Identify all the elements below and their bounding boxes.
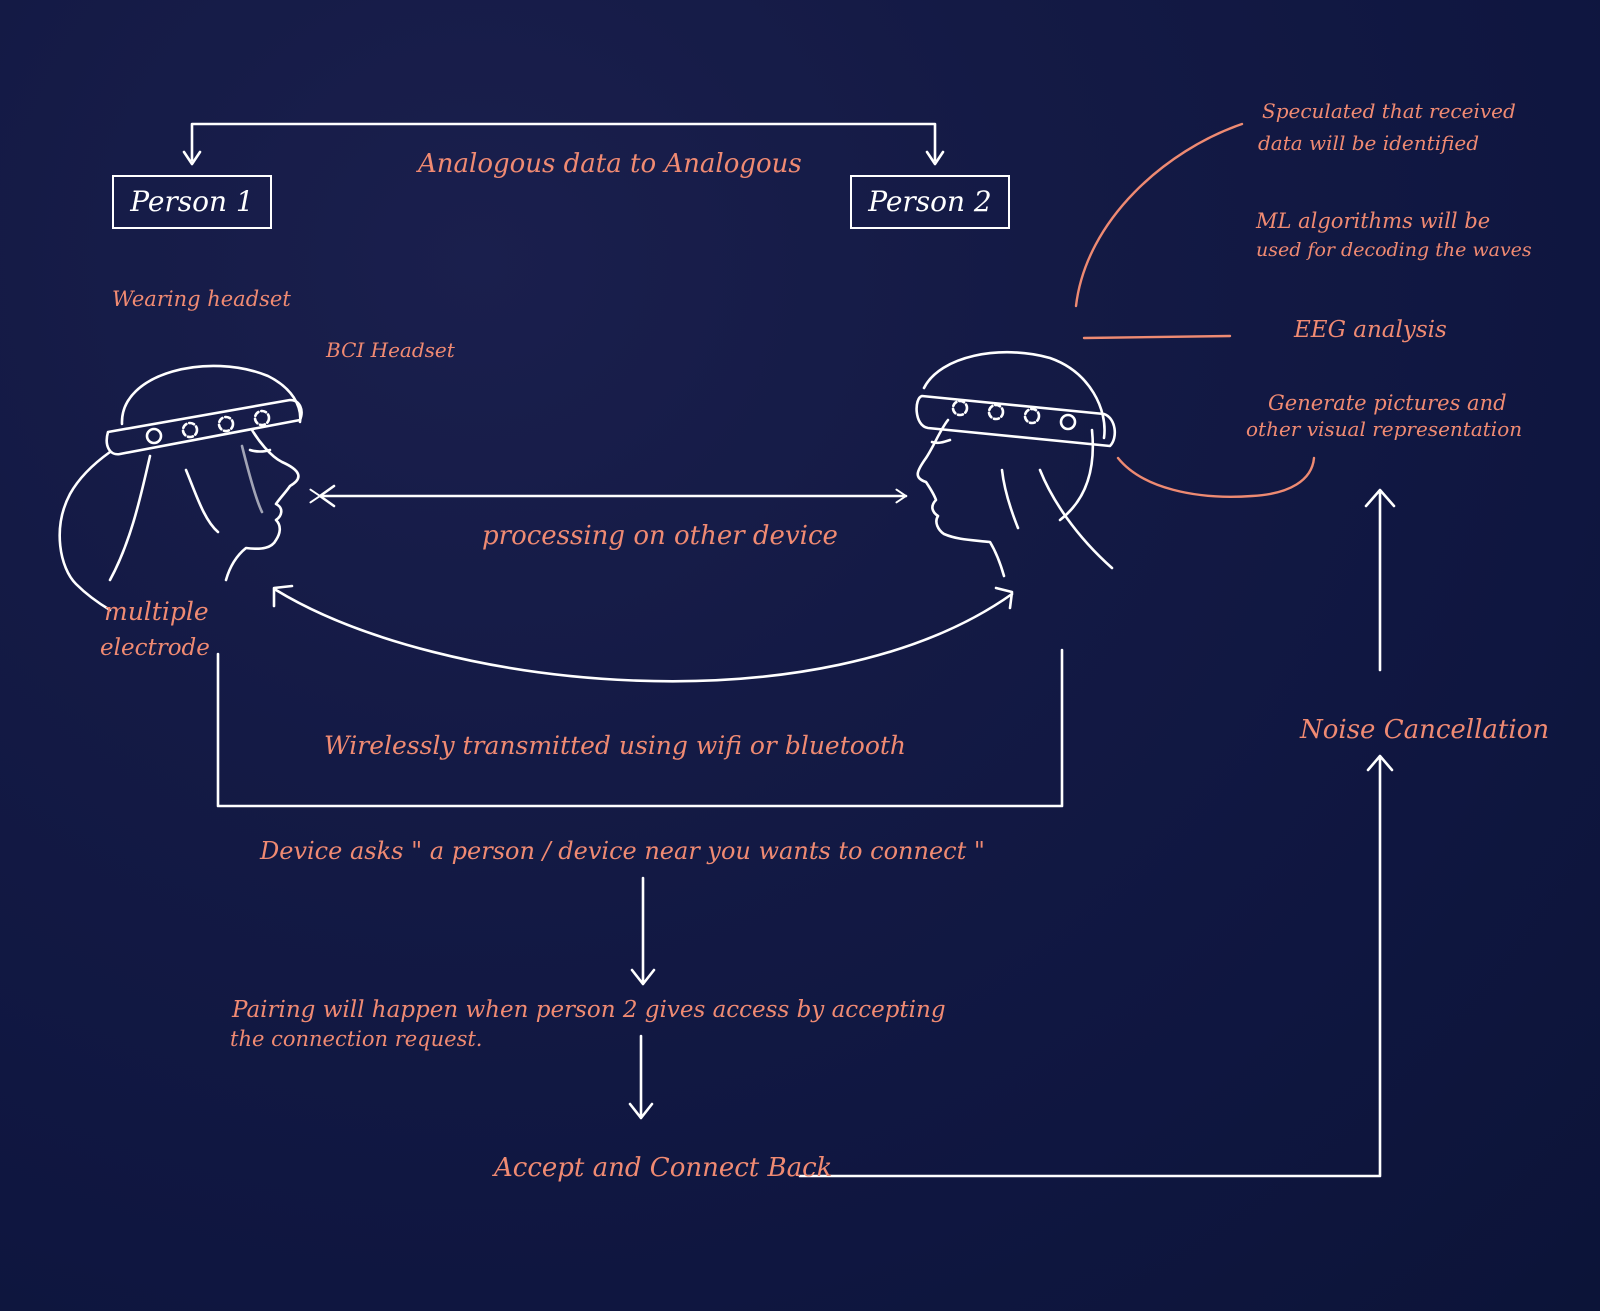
curved-arrow-left-head [272,584,294,608]
pairing-label-line1: Pairing will happen when person 2 gives … [232,997,946,1023]
wireless-label: Wirelessly transmitted using wifi or blu… [324,731,907,760]
eeg-connector [1082,334,1232,340]
processing-arrow-left-head [318,484,336,508]
generate-label-line2: other visual representation [1246,417,1523,441]
generate-label-line1: Generate pictures and [1268,391,1507,415]
wireless-bracket [216,648,1064,808]
analogous-label: Analogous data to Analogous [418,149,802,179]
speculated-label-line2: data will be identified [1258,131,1480,155]
generate-curve [1116,456,1316,498]
processing-label: processing on other device [482,521,838,551]
person-1-head-icon [58,364,303,612]
arrow-to-pairing [630,876,656,986]
eeg-analysis-label: EEG analysis [1294,317,1447,343]
curved-arrow-right-head [994,586,1014,610]
ml-label-line2: used for decoding the waves [1256,239,1532,261]
accept-label: Accept and Connect Back [494,1153,833,1183]
arrow-to-accept [628,1034,654,1120]
speculated-label-line1: Speculated that received [1262,99,1516,123]
curved-arrow [274,588,1014,683]
arrow-to-generate [1364,488,1396,672]
multiple-label: multiple [104,597,209,626]
electrode-label: electrode [100,635,210,661]
pairing-label-line2: the connection request. [230,1027,483,1051]
person-1-node: Person 1 [112,175,272,229]
speculated-curve [1074,122,1244,308]
top-connector-arrow-left [182,150,202,166]
person-2-head-icon [915,350,1117,578]
noise-cancellation-label: Noise Cancellation [1300,715,1550,745]
bci-headset-label: BCI Headset [326,338,455,362]
ml-label-line1: ML algorithms will be [1256,209,1491,233]
top-connector [190,122,937,162]
device-asks-label: Device asks " a person / device near you… [260,837,985,865]
arrow-to-noise [798,754,1394,1178]
wearing-headset-label: Wearing headset [112,287,291,311]
person-2-node: Person 2 [850,175,1010,229]
top-connector-arrow-right [925,150,945,166]
